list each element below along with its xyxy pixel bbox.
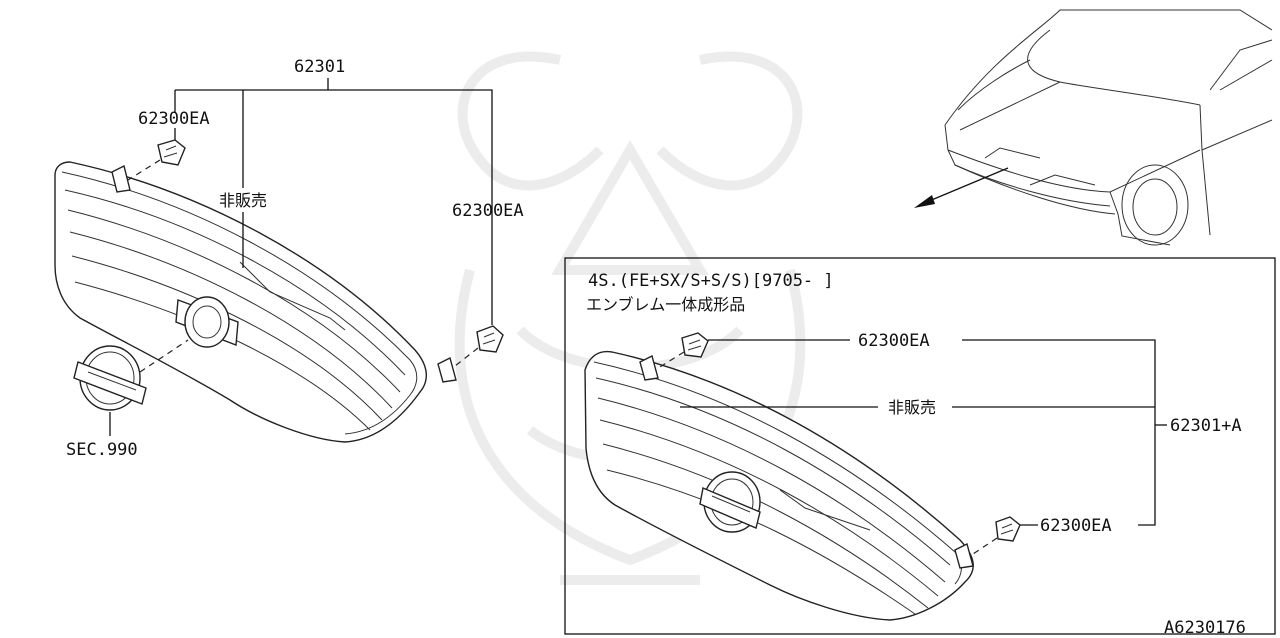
nissan-emblem-icon <box>73 345 147 411</box>
car-outline-icon <box>944 9 1273 246</box>
not-sold-label-left: 非販売 <box>219 191 267 210</box>
grille-inset <box>584 350 974 621</box>
clip-top-left-icon <box>157 139 186 166</box>
grille-left <box>54 161 457 443</box>
inset-frame <box>564 257 1276 635</box>
inset-variant-label: 4S.(FE+SX/S+S/S)[9705- ] <box>588 271 834 291</box>
inset-not-sold-label: 非販売 <box>888 398 936 417</box>
section-ref-emblem: SEC.990 <box>66 440 138 460</box>
inset-clip-top-icon <box>681 332 709 358</box>
inset-part-number-clip-bottom: 62300EA <box>1040 516 1112 536</box>
location-arrow-icon <box>914 167 1009 208</box>
part-number-clip-right: 62300EA <box>452 201 524 221</box>
diagram-id: A6230176 <box>1164 618 1246 638</box>
inset-part-number-62301A: 62301+A <box>1170 416 1242 436</box>
part-number-62301: 62301 <box>294 57 345 77</box>
part-number-clip-left: 62300EA <box>138 109 210 129</box>
inset-part-number-clip-top: 62300EA <box>858 331 930 351</box>
inset-note-label: エンブレム一体成形品 <box>586 295 745 314</box>
clip-right-icon <box>476 325 504 353</box>
inset-clip-bottom-icon <box>995 516 1021 542</box>
